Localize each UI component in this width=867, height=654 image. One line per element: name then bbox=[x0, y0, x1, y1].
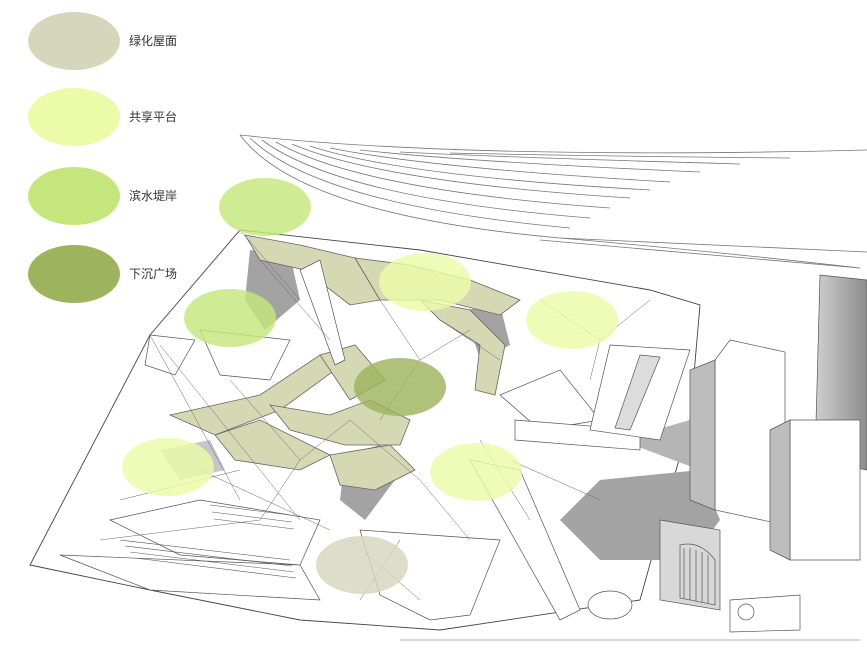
highlight-zone-6 bbox=[122, 438, 214, 496]
highlight-zone-7 bbox=[430, 443, 522, 501]
legend-swatch-shared-platform bbox=[28, 88, 120, 146]
legend-swatch-sunken-plaza bbox=[28, 245, 120, 303]
legend-swatch-green-roof bbox=[28, 12, 120, 70]
legend-item-shared-platform: 共享平台 bbox=[28, 88, 228, 148]
folded-planes bbox=[59, 259, 641, 621]
legend-label-green-roof: 绿化屋面 bbox=[129, 34, 178, 48]
stepped-terrace bbox=[119, 504, 297, 579]
highlight-zone-3 bbox=[526, 291, 618, 349]
highlight-zone-1 bbox=[219, 178, 311, 236]
highlight-zone-2 bbox=[379, 253, 471, 311]
legend-item-green-roof: 绿化屋面 bbox=[28, 12, 228, 72]
highlight-zone-4 bbox=[184, 289, 276, 347]
legend-item-sunken-plaza: 下沉广场 bbox=[28, 245, 228, 305]
highlight-zones bbox=[122, 178, 618, 594]
legend-label-sunken-plaza: 下沉广场 bbox=[129, 267, 178, 281]
highlight-zone-8 bbox=[316, 536, 408, 594]
curved-roof-structure bbox=[239, 134, 867, 269]
legend-label-shared-platform: 共享平台 bbox=[129, 110, 178, 124]
highlight-zone-5 bbox=[354, 358, 446, 416]
legend-label-waterfront: 滨水堤岸 bbox=[129, 189, 178, 203]
waterfront-channel bbox=[589, 344, 691, 441]
towers bbox=[400, 274, 867, 641]
legend-swatch-waterfront bbox=[28, 167, 120, 225]
legend-item-waterfront: 滨水堤岸 bbox=[28, 167, 228, 227]
